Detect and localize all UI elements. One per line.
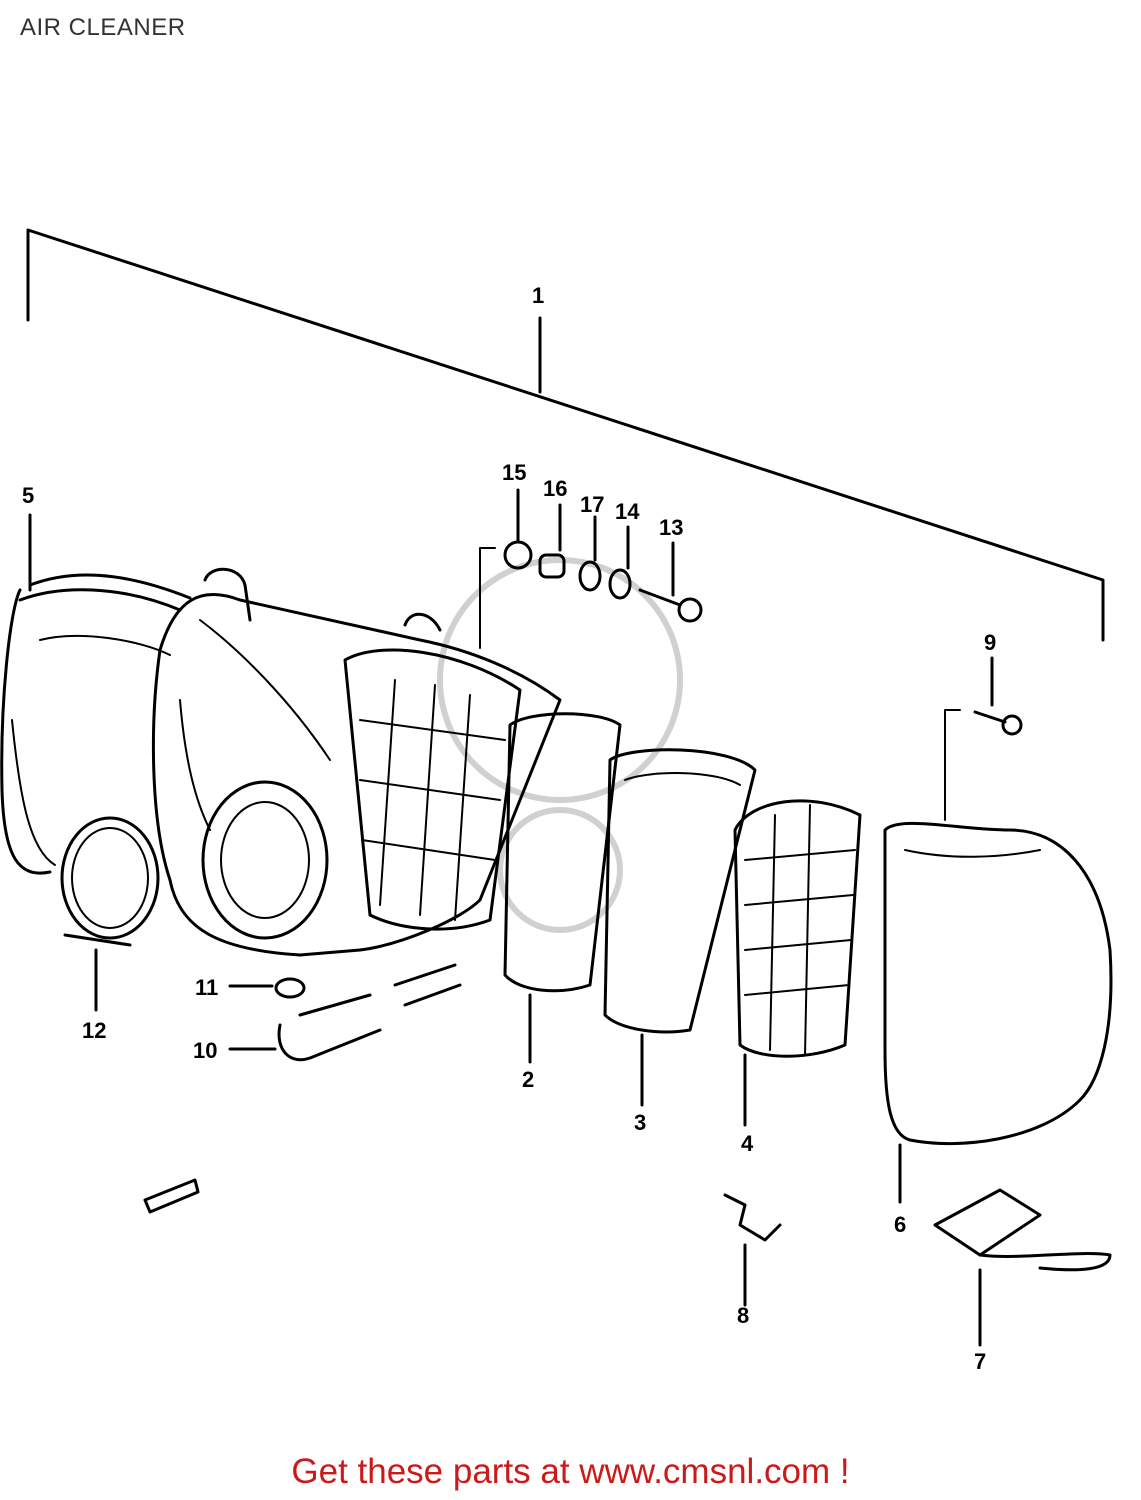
part-case: [151, 567, 562, 957]
callout-3: 3: [634, 1110, 646, 1135]
promo-link[interactable]: Get these parts at www.cmsnl.com !: [291, 1452, 850, 1491]
part-10-hose: [228, 963, 462, 1062]
callout-9: 9: [984, 630, 996, 655]
part-2-foam: [503, 712, 622, 1064]
callout-13: 13: [659, 515, 683, 540]
callout-10: 10: [193, 1038, 217, 1063]
callout-11: 11: [195, 975, 218, 1000]
callout-5: 5: [22, 483, 34, 508]
callout-15: 15: [502, 460, 526, 485]
callout-1: 1: [532, 283, 544, 308]
watermark: [437, 557, 683, 933]
callout-2: 2: [522, 1067, 534, 1092]
part-8-bracket: [723, 1193, 782, 1307]
callout-8: 8: [737, 1303, 749, 1328]
assembly-bracket: [26, 228, 1105, 642]
page-title: AIR CLEANER: [20, 14, 186, 41]
callout-16: 16: [543, 476, 567, 501]
part-11-clip: [228, 977, 306, 999]
part-3-element: [603, 748, 757, 1107]
callout-4: 4: [741, 1131, 754, 1156]
callout-7: 7: [974, 1349, 986, 1374]
front-arrow-icon: [143, 1178, 200, 1214]
callout-12: 12: [82, 1018, 106, 1043]
part-9-screw: [944, 656, 1023, 821]
hardware-set: [479, 488, 703, 649]
callout-14: 14: [615, 499, 640, 524]
part-4-grille: [733, 799, 862, 1127]
part-7-drain: [933, 1188, 1112, 1347]
callout-17: 17: [580, 492, 604, 517]
callout-6: 6: [894, 1212, 906, 1237]
part-6-cover: [883, 821, 1113, 1204]
part-case-grille: [343, 612, 522, 931]
part-5-seal: [0, 513, 192, 875]
part-12-clamp: [60, 816, 160, 1012]
